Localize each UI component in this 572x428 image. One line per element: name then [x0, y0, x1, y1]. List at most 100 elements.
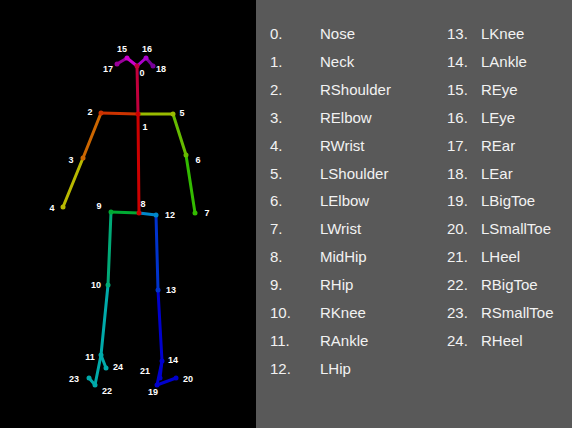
callout-number: 24: [113, 363, 123, 372]
table-cell: 13.: [447, 26, 468, 41]
table-cell: LEar: [481, 165, 513, 180]
callout-number: 5: [179, 109, 184, 118]
table-cell: 6.: [270, 193, 283, 208]
table-cell: 2.: [270, 81, 283, 96]
bone: [137, 66, 138, 114]
joint: [158, 376, 163, 381]
table-cell: LElbow: [320, 193, 369, 208]
table-cell: 5.: [270, 165, 283, 180]
callout-number: 3: [68, 156, 73, 165]
joint: [136, 112, 141, 117]
bone: [156, 215, 158, 290]
callout-number: 14: [168, 356, 178, 365]
table-cell: 18.: [447, 165, 468, 180]
table-cell: 14.: [447, 53, 468, 68]
table-cell: RWrist: [320, 137, 364, 152]
table-cell: 10.: [270, 305, 291, 320]
table-cell: 12.: [270, 360, 291, 375]
table-cell: LShoulder: [320, 165, 388, 180]
bone: [111, 212, 139, 213]
table-cell: 11.: [270, 332, 290, 347]
callout-number: 21: [140, 367, 150, 376]
table-cell: 4.: [270, 137, 283, 152]
table-cell: RKnee: [320, 305, 366, 320]
joint: [174, 376, 179, 381]
table-cell: 23.: [447, 305, 468, 320]
table-cell: RElbow: [320, 109, 372, 124]
table-cell: LAnkle: [481, 53, 527, 68]
bone: [138, 113, 173, 116]
bone: [157, 361, 162, 385]
bone: [95, 355, 101, 385]
callout-number: 16: [142, 45, 152, 54]
table-cell: 20.: [447, 221, 468, 236]
table-cell: RSmallToe: [481, 305, 554, 320]
callout-number: 4: [49, 204, 54, 213]
joint: [99, 353, 104, 358]
joints: [61, 56, 198, 388]
table-cell: Neck: [320, 53, 354, 68]
joint: [160, 359, 165, 364]
joint: [137, 211, 142, 216]
table-cell: RHip: [320, 277, 353, 292]
table-cell: 3.: [270, 109, 283, 124]
table-cell: LHip: [320, 360, 351, 375]
legend-panel: [256, 0, 572, 428]
table-cell: 21.: [447, 249, 468, 264]
callout-number: 19: [148, 388, 158, 397]
joint: [109, 210, 114, 215]
table-cell: REar: [481, 137, 515, 152]
bone: [173, 114, 186, 155]
table-cell: 8.: [270, 249, 283, 264]
table-cell: 22.: [447, 277, 468, 292]
callout-number: 22: [102, 387, 112, 396]
table-cell: 0.: [270, 26, 283, 41]
bone: [139, 213, 156, 215]
joint: [87, 376, 92, 381]
joint: [115, 62, 120, 67]
bone: [138, 114, 139, 213]
table-cell: RAnkle: [320, 332, 368, 347]
bone: [83, 113, 101, 158]
joint: [81, 156, 86, 161]
table-cell: MidHip: [320, 249, 367, 264]
callout-number: 7: [204, 209, 209, 218]
callout-number: 12: [165, 211, 175, 220]
joint: [184, 153, 189, 158]
table-cell: 15.: [447, 81, 468, 96]
table-cell: RHeel: [481, 332, 523, 347]
callout-number: 6: [195, 156, 200, 165]
table-cell: LEye: [481, 109, 515, 124]
joint: [61, 205, 66, 210]
bone: [108, 212, 111, 285]
callout-number: 15: [117, 45, 127, 54]
table-cell: RShoulder: [320, 81, 391, 96]
table-cell: Nose: [320, 26, 355, 41]
table-cell: 19.: [447, 193, 468, 208]
table-cell: LBigToe: [481, 193, 535, 208]
table-cell: LSmallToe: [481, 221, 551, 236]
callout-number: 20: [183, 375, 193, 384]
joint: [125, 56, 130, 61]
callout-number: 0: [139, 69, 144, 78]
joint: [193, 211, 198, 216]
joint: [156, 288, 161, 293]
bones: [63, 58, 195, 385]
bone: [63, 158, 83, 207]
joint: [99, 111, 104, 116]
bone: [101, 113, 138, 114]
callout-number: 23: [69, 375, 79, 384]
table-cell: 17.: [447, 137, 468, 152]
table-cell: LKnee: [481, 26, 524, 41]
joint: [171, 112, 176, 117]
joint: [106, 283, 111, 288]
callout-number: 9: [96, 202, 101, 211]
table-cell: 24.: [447, 332, 468, 347]
table-cell: 7.: [270, 221, 283, 236]
table-cell: 9.: [270, 277, 283, 292]
callout-number: 2: [87, 108, 92, 117]
bone: [186, 155, 195, 213]
table-cell: 16.: [447, 109, 468, 124]
callout-number: 11: [85, 353, 95, 362]
